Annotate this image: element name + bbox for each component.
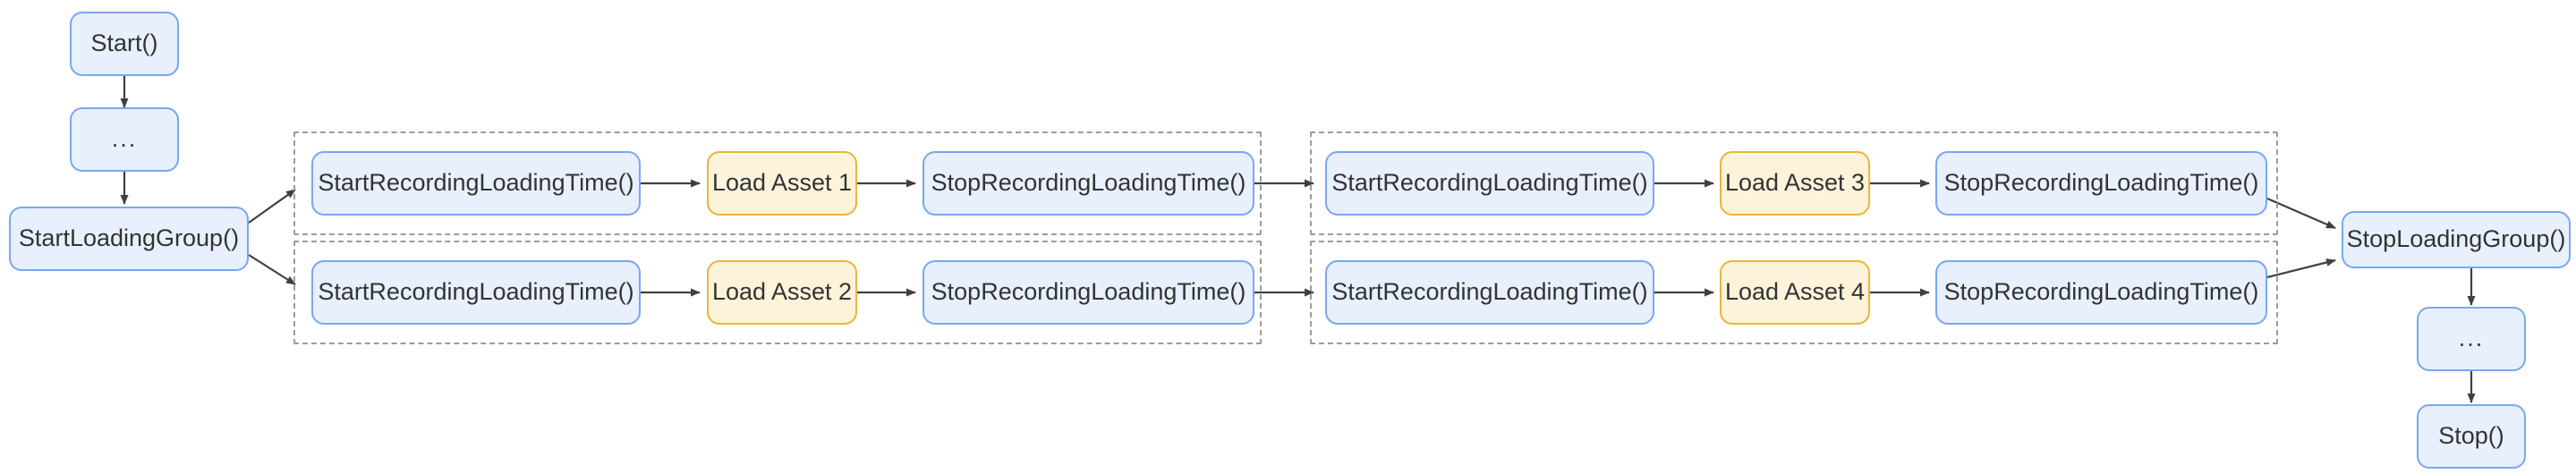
node-start[interactable]: Start() <box>70 12 179 76</box>
node-g2r1-stop-recording-label: StopRecordingLoadingTime() <box>1943 169 2259 197</box>
node-g2r2-stop-recording-label: StopRecordingLoadingTime() <box>1943 278 2259 306</box>
node-g1r1-start-recording-label: StartRecordingLoadingTime() <box>318 169 634 197</box>
node-ellipsis-bottom-label: ... <box>2458 325 2485 352</box>
node-start-loading-group[interactable]: StartLoadingGroup() <box>9 207 249 271</box>
node-g2r1-start-recording[interactable]: StartRecordingLoadingTime() <box>1325 151 1654 216</box>
node-start-loading-group-label: StartLoadingGroup() <box>18 224 240 252</box>
node-g1r2-start-recording[interactable]: StartRecordingLoadingTime() <box>311 260 641 325</box>
node-g1r2-load-asset[interactable]: Load Asset 2 <box>707 260 857 325</box>
node-g2r1-load-asset[interactable]: Load Asset 3 <box>1720 151 1870 216</box>
node-g2r2-load-asset[interactable]: Load Asset 4 <box>1720 260 1870 325</box>
node-g2r2-start-recording[interactable]: StartRecordingLoadingTime() <box>1325 260 1654 325</box>
node-ellipsis-bottom[interactable]: ... <box>2417 307 2526 371</box>
node-stop-loading-group-label: StopLoadingGroup() <box>2346 225 2566 253</box>
node-g1r2-stop-recording[interactable]: StopRecordingLoadingTime() <box>922 260 1254 325</box>
node-ellipsis-top[interactable]: ... <box>70 107 179 172</box>
node-g1r1-stop-recording[interactable]: StopRecordingLoadingTime() <box>922 151 1254 216</box>
node-ellipsis-top-label: ... <box>111 125 138 153</box>
node-g2r2-start-recording-label: StartRecordingLoadingTime() <box>1331 278 1648 306</box>
node-g2r1-start-recording-label: StartRecordingLoadingTime() <box>1331 169 1648 197</box>
node-g1r1-stop-recording-label: StopRecordingLoadingTime() <box>931 169 1246 197</box>
node-g2r2-stop-recording[interactable]: StopRecordingLoadingTime() <box>1935 260 2267 325</box>
node-start-label: Start() <box>90 30 158 57</box>
edge-start-loading-group-to-g1r2 <box>248 254 296 285</box>
node-stop-label: Stop() <box>2438 422 2504 450</box>
node-g2r2-load-asset-label: Load Asset 4 <box>1724 278 1866 306</box>
node-stop[interactable]: Stop() <box>2417 404 2526 469</box>
node-g2r1-load-asset-label: Load Asset 3 <box>1724 169 1866 197</box>
node-g1r1-load-asset[interactable]: Load Asset 1 <box>707 151 857 216</box>
node-g1r2-load-asset-label: Load Asset 2 <box>711 278 853 306</box>
node-stop-loading-group[interactable]: StopLoadingGroup() <box>2342 211 2571 268</box>
node-g1r2-stop-recording-label: StopRecordingLoadingTime() <box>931 278 1246 306</box>
node-g1r1-start-recording[interactable]: StartRecordingLoadingTime() <box>311 151 641 216</box>
node-g1r2-start-recording-label: StartRecordingLoadingTime() <box>318 278 634 306</box>
node-g1r1-load-asset-label: Load Asset 1 <box>711 169 853 197</box>
node-g2r1-stop-recording[interactable]: StopRecordingLoadingTime() <box>1935 151 2267 216</box>
edge-start-loading-group-to-g1r1 <box>248 189 296 224</box>
